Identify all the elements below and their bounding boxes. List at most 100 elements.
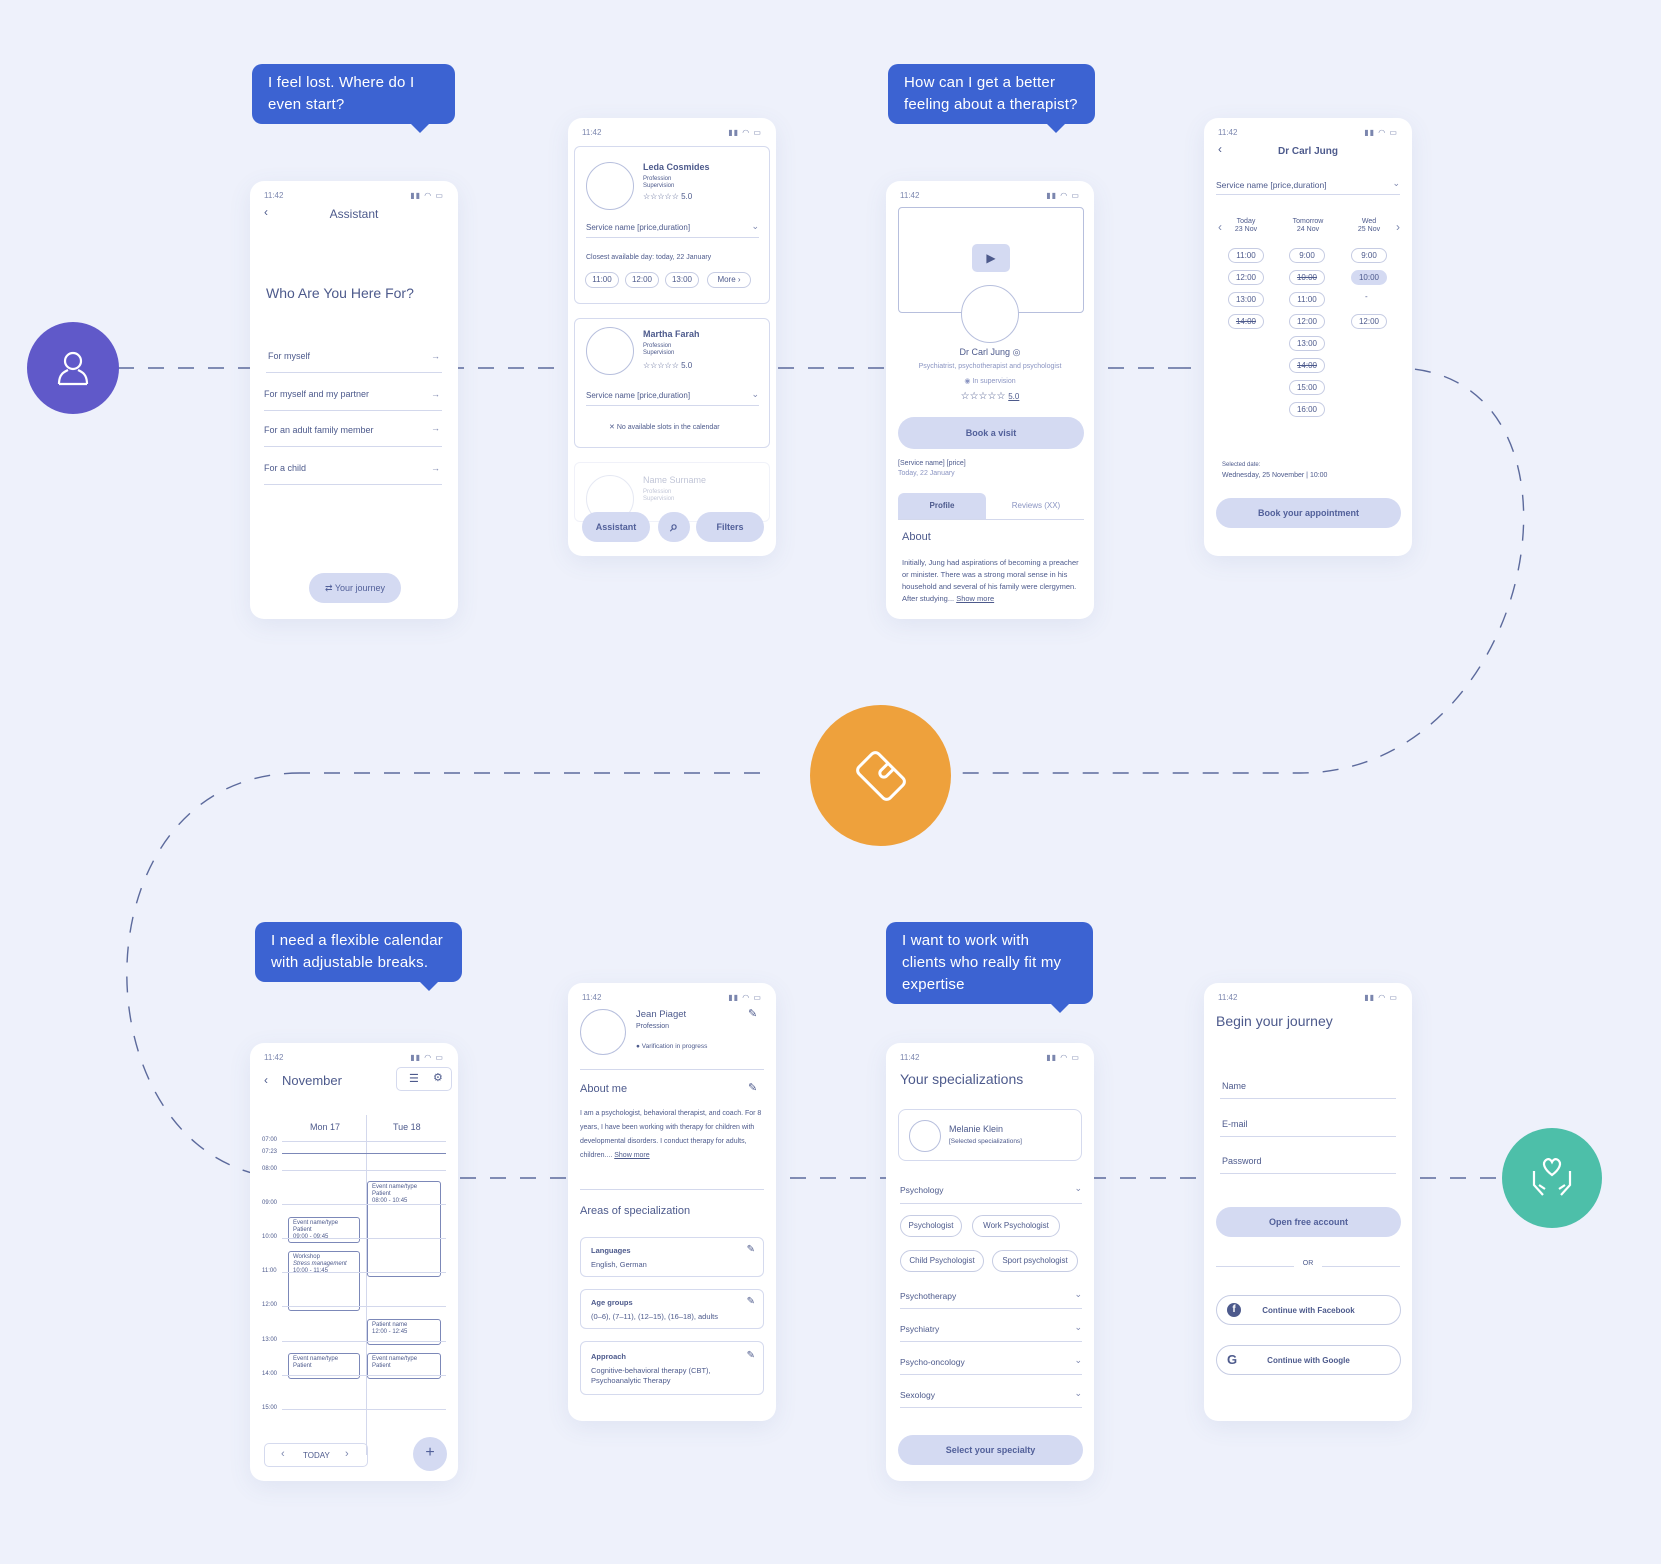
prev-dates-icon[interactable]: ‹ xyxy=(1218,220,1222,234)
google-button[interactable]: G Continue with Google xyxy=(1216,1345,1401,1375)
therapist-card[interactable]: Martha Farah Profession Supervision ☆☆☆☆… xyxy=(574,318,770,448)
chevron-down-icon[interactable]: ⌄ xyxy=(751,221,759,231)
email-field[interactable]: E-mail xyxy=(1220,1117,1396,1137)
show-more-link[interactable]: Show more xyxy=(956,594,995,603)
category-row[interactable]: Psychiatry⌄ xyxy=(900,1322,1082,1342)
book-visit-button[interactable]: Book a visit xyxy=(898,417,1084,449)
edit-icon[interactable]: ✎ xyxy=(746,1296,755,1307)
option-for-myself[interactable]: For myself→ xyxy=(266,349,442,373)
select-specialty-button[interactable]: Select your specialty xyxy=(898,1435,1083,1465)
option-family[interactable]: For an adult family member→ xyxy=(264,423,442,447)
spec-tag[interactable]: Child Psychologist xyxy=(900,1250,984,1272)
languages-card[interactable]: Languages English, German ✎ xyxy=(580,1237,764,1277)
tab-profile[interactable]: Profile xyxy=(898,493,986,519)
name-field[interactable]: Name xyxy=(1220,1079,1396,1099)
day-date: 23 Nov xyxy=(1234,226,1258,233)
day-name: Today xyxy=(1236,218,1256,225)
category-row[interactable]: Psychotherapy⌄ xyxy=(900,1289,1082,1309)
time-slot[interactable]: 12:00 xyxy=(1228,270,1264,285)
time-slot[interactable]: 12:00 xyxy=(1351,314,1387,329)
therapist-name: Leda Cosmides xyxy=(643,162,710,172)
spec-tag[interactable]: Work Psychologist xyxy=(972,1215,1060,1237)
category-row[interactable]: Sexology⌄ xyxy=(900,1388,1082,1408)
next-day-icon[interactable]: › xyxy=(345,1448,349,1460)
option-child[interactable]: For a child→ xyxy=(264,461,442,485)
time-slot[interactable]: 14:00 xyxy=(1289,358,1325,373)
back-icon[interactable]: ‹ xyxy=(264,1073,268,1087)
filters-button[interactable]: Filters xyxy=(696,512,764,542)
edit-icon[interactable]: ✎ xyxy=(748,1082,758,1094)
time-slot[interactable]: 15:00 xyxy=(1289,380,1325,395)
option-partner[interactable]: For myself and my partner→ xyxy=(264,387,442,411)
hour-label: 15:00 xyxy=(262,1405,278,1411)
time-slot[interactable]: 10:00 xyxy=(1289,270,1325,285)
approach-card[interactable]: Approach Cognitive-behavioral therapy (C… xyxy=(580,1341,764,1395)
chevron-down-icon[interactable]: ⌄ xyxy=(1392,178,1400,188)
edit-icon[interactable]: ✎ xyxy=(746,1244,755,1255)
time-slot[interactable]: 13:00 xyxy=(1289,336,1325,351)
time-slot[interactable]: 11:00 xyxy=(1228,248,1264,263)
spec-tag[interactable]: Sport psychologist xyxy=(992,1250,1078,1272)
age-groups-card[interactable]: Age groups (0–6), (7–11), (12–15), (16–1… xyxy=(580,1289,764,1329)
field-label: Name xyxy=(1222,1081,1247,1091)
therapist-card[interactable]: Leda Cosmides Profession Supervision ☆☆☆… xyxy=(574,146,770,304)
book-appointment-button[interactable]: Book your appointment xyxy=(1216,498,1401,528)
time-slot[interactable]: 16:00 xyxy=(1289,402,1325,417)
column-divider xyxy=(366,1115,367,1455)
signal-icon: ▮▮ ◠ ▭ xyxy=(728,128,762,137)
time-slot[interactable]: 9:00 xyxy=(1289,248,1325,263)
tab-reviews[interactable]: Reviews (XX) xyxy=(1011,501,1061,510)
hour-line xyxy=(282,1409,446,1410)
today-button[interactable]: TODAY xyxy=(303,1451,330,1460)
spec-tag[interactable]: Psychologist xyxy=(900,1215,962,1237)
slot-button[interactable]: 13:00 xyxy=(665,272,699,288)
chevron-down-icon[interactable]: ⌄ xyxy=(751,389,759,399)
your-journey-button[interactable]: ⇄ Your journey xyxy=(309,573,401,603)
time-slot[interactable]: 10:00 xyxy=(1351,270,1387,285)
more-slots-button[interactable]: More › xyxy=(707,272,751,288)
profession: Profession xyxy=(643,343,672,349)
edit-icon[interactable]: ✎ xyxy=(748,1008,758,1020)
event-title: Event name/type xyxy=(293,1356,339,1362)
category-label: Psycho-oncology xyxy=(900,1357,965,1367)
service-select[interactable]: Service name [price,duration] xyxy=(586,391,691,400)
open-account-button[interactable]: Open free account xyxy=(1216,1207,1401,1237)
facebook-button[interactable]: f Continue with Facebook xyxy=(1216,1295,1401,1325)
time-slot[interactable]: 9:00 xyxy=(1351,248,1387,263)
time-slot[interactable]: 14:00 xyxy=(1228,314,1264,329)
time-slot[interactable]: 11:00 xyxy=(1289,292,1325,307)
category-row[interactable]: Psycho-oncology⌄ xyxy=(900,1355,1082,1375)
next-dates-icon[interactable]: › xyxy=(1396,220,1400,234)
show-more-link[interactable]: Show more xyxy=(614,1152,650,1159)
edit-icon[interactable]: ✎ xyxy=(746,1350,755,1361)
option-label: For an adult family member xyxy=(264,425,374,435)
time-slot[interactable]: 13:00 xyxy=(1228,292,1264,307)
slot-button[interactable]: 11:00 xyxy=(585,272,619,288)
service-date: Today, 22 January xyxy=(898,470,955,477)
back-icon[interactable]: ‹ xyxy=(1218,142,1222,156)
event-time: 10:00 - 11:45 xyxy=(293,1268,328,1274)
hour-line xyxy=(282,1306,446,1307)
time-slot[interactable]: 12:00 xyxy=(1289,314,1325,329)
category-psychology[interactable]: Psychology⌄ xyxy=(900,1183,1082,1203)
list-icon[interactable]: ☰ xyxy=(409,1073,419,1085)
assistant-button[interactable]: Assistant xyxy=(582,512,650,542)
password-field[interactable]: Password xyxy=(1220,1154,1396,1174)
add-event-button[interactable]: + xyxy=(413,1437,447,1471)
back-icon[interactable]: ‹ xyxy=(264,205,268,219)
prev-day-icon[interactable]: ‹ xyxy=(281,1448,285,1460)
service-select[interactable]: Service name [price,duration] xyxy=(1216,180,1327,190)
arrow-right-icon: → xyxy=(431,351,440,361)
play-icon[interactable]: ▶ xyxy=(972,244,1010,272)
slot-button[interactable]: 12:00 xyxy=(625,272,659,288)
service-select[interactable]: Service name [price,duration] xyxy=(586,223,691,232)
search-button[interactable]: ⌕ xyxy=(658,512,690,542)
gear-icon[interactable]: ⚙ xyxy=(433,1072,443,1084)
